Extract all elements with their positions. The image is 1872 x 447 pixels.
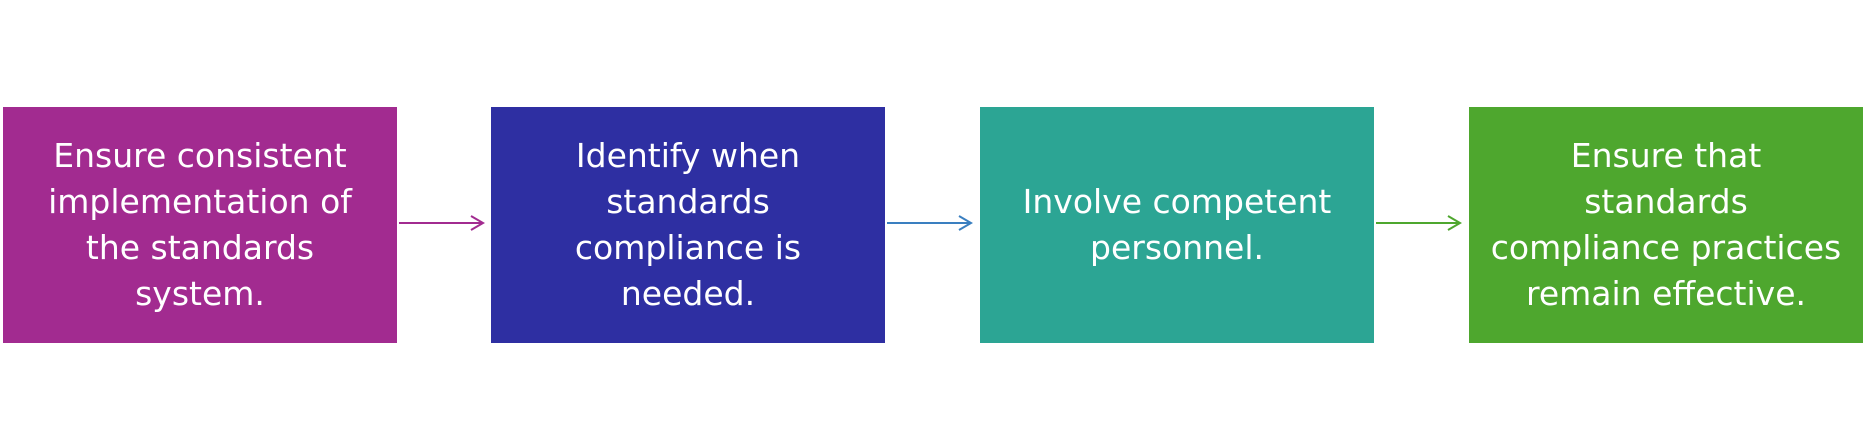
step-box-consistent-implementation: Ensure consistent implementation of the … [3,107,397,343]
arrow-right-icon [887,215,973,231]
step-label: Ensure that standards compliance practic… [1490,136,1842,313]
step-box-identify-compliance: Identify when standards compliance is ne… [491,107,885,343]
step-box-practices-effective: Ensure that standards compliance practic… [1469,107,1863,343]
step-label: Identify when standards compliance is ne… [574,136,802,313]
step-label: Involve competent personnel. [1022,182,1332,267]
arrow-right-icon [399,215,485,231]
arrow-right-icon [1376,215,1462,231]
step-label: Ensure consistent implementation of the … [48,136,352,313]
step-box-competent-personnel: Involve competent personnel. [980,107,1374,343]
